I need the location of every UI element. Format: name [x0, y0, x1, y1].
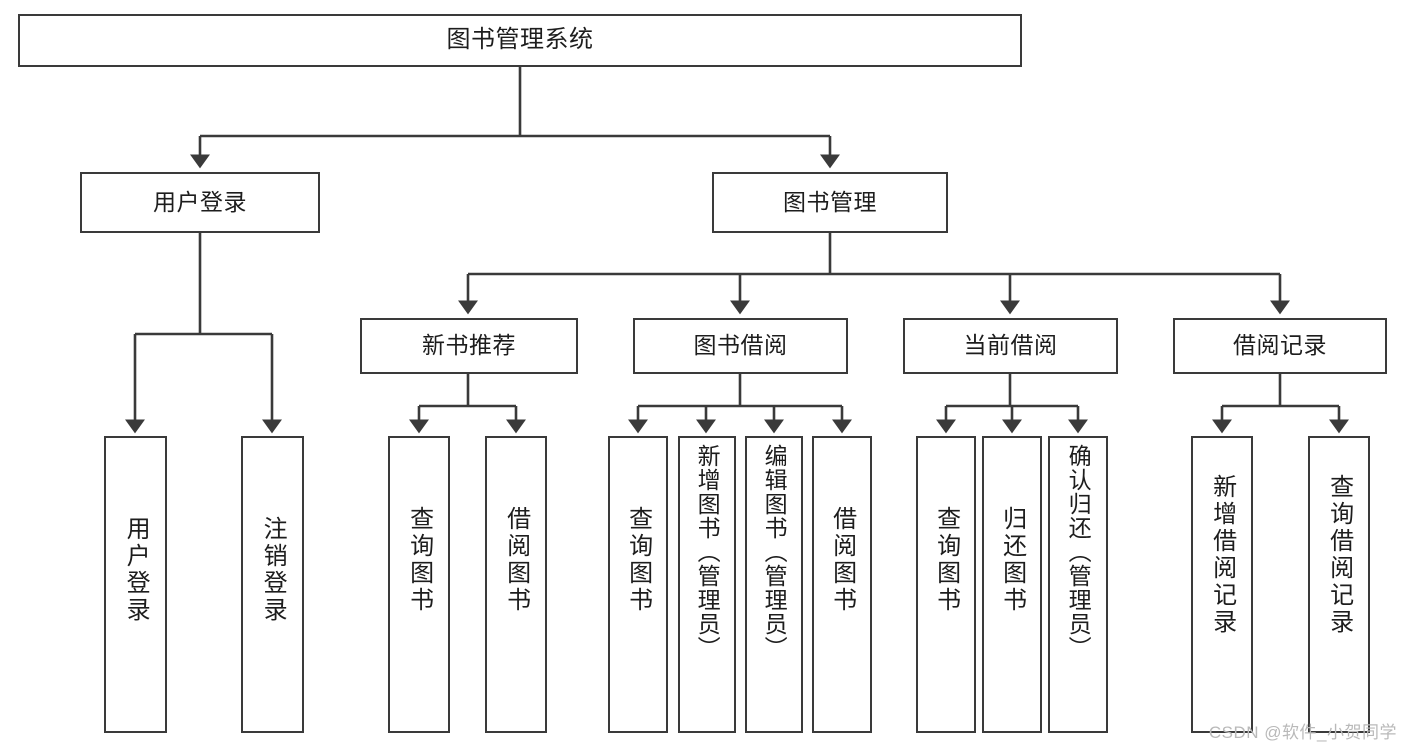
leaf-new-book-borrow[interactable]: 借阅图书: [485, 436, 547, 733]
node-new-book-recommend[interactable]: 新书推荐: [360, 318, 578, 374]
leaf-book-borrow-edit-label: 编辑图书（管理员）: [761, 444, 788, 660]
leaf-user-login-login-label: 用户登录: [122, 516, 150, 624]
node-new-book-recommend-label: 新书推荐: [422, 332, 516, 359]
leaf-book-borrow-borrow[interactable]: 借阅图书: [812, 436, 872, 733]
leaf-borrow-record-add-label: 新增借阅记录: [1208, 474, 1236, 636]
leaf-current-borrow-query-label: 查询图书: [932, 506, 960, 614]
leaf-borrow-record-query[interactable]: 查询借阅记录: [1308, 436, 1370, 733]
leaf-book-borrow-borrow-label: 借阅图书: [828, 506, 856, 614]
leaf-current-borrow-confirm-label: 确认归还（管理员）: [1065, 444, 1092, 660]
node-borrow-record-label: 借阅记录: [1233, 332, 1327, 359]
node-book-management[interactable]: 图书管理: [712, 172, 948, 233]
node-user-login[interactable]: 用户登录: [80, 172, 320, 233]
node-borrow-record[interactable]: 借阅记录: [1173, 318, 1387, 374]
leaf-new-book-borrow-label: 借阅图书: [502, 506, 530, 614]
leaf-current-borrow-return-label: 归还图书: [998, 506, 1026, 614]
leaf-user-login-logout[interactable]: 注销登录: [241, 436, 304, 733]
node-root-system-label: 图书管理系统: [446, 26, 594, 54]
leaf-book-borrow-query[interactable]: 查询图书: [608, 436, 668, 733]
leaf-current-borrow-return[interactable]: 归还图书: [982, 436, 1042, 733]
node-current-borrow-label: 当前借阅: [963, 332, 1058, 359]
leaf-book-borrow-query-label: 查询图书: [624, 506, 652, 614]
leaf-current-borrow-confirm[interactable]: 确认归还（管理员）: [1048, 436, 1108, 733]
leaf-new-book-query[interactable]: 查询图书: [388, 436, 450, 733]
leaf-user-login-logout-label: 注销登录: [259, 516, 287, 624]
node-book-borrow[interactable]: 图书借阅: [633, 318, 848, 374]
node-book-management-label: 图书管理: [783, 188, 877, 215]
node-current-borrow[interactable]: 当前借阅: [903, 318, 1118, 374]
leaf-borrow-record-query-label: 查询借阅记录: [1325, 474, 1353, 636]
leaf-book-borrow-add[interactable]: 新增图书（管理员）: [678, 436, 736, 733]
leaf-current-borrow-query[interactable]: 查询图书: [916, 436, 976, 733]
leaf-book-borrow-add-label: 新增图书（管理员）: [694, 444, 721, 660]
leaf-new-book-query-label: 查询图书: [405, 506, 433, 614]
csdn-watermark: CSDN @软件_小贺同学: [1208, 723, 1397, 742]
leaf-borrow-record-add[interactable]: 新增借阅记录: [1191, 436, 1253, 733]
node-root-system[interactable]: 图书管理系统: [18, 14, 1022, 67]
node-book-borrow-label: 图书借阅: [693, 332, 788, 359]
node-user-login-label: 用户登录: [153, 188, 247, 215]
leaf-user-login-login[interactable]: 用户登录: [104, 436, 167, 733]
leaf-book-borrow-edit[interactable]: 编辑图书（管理员）: [745, 436, 803, 733]
